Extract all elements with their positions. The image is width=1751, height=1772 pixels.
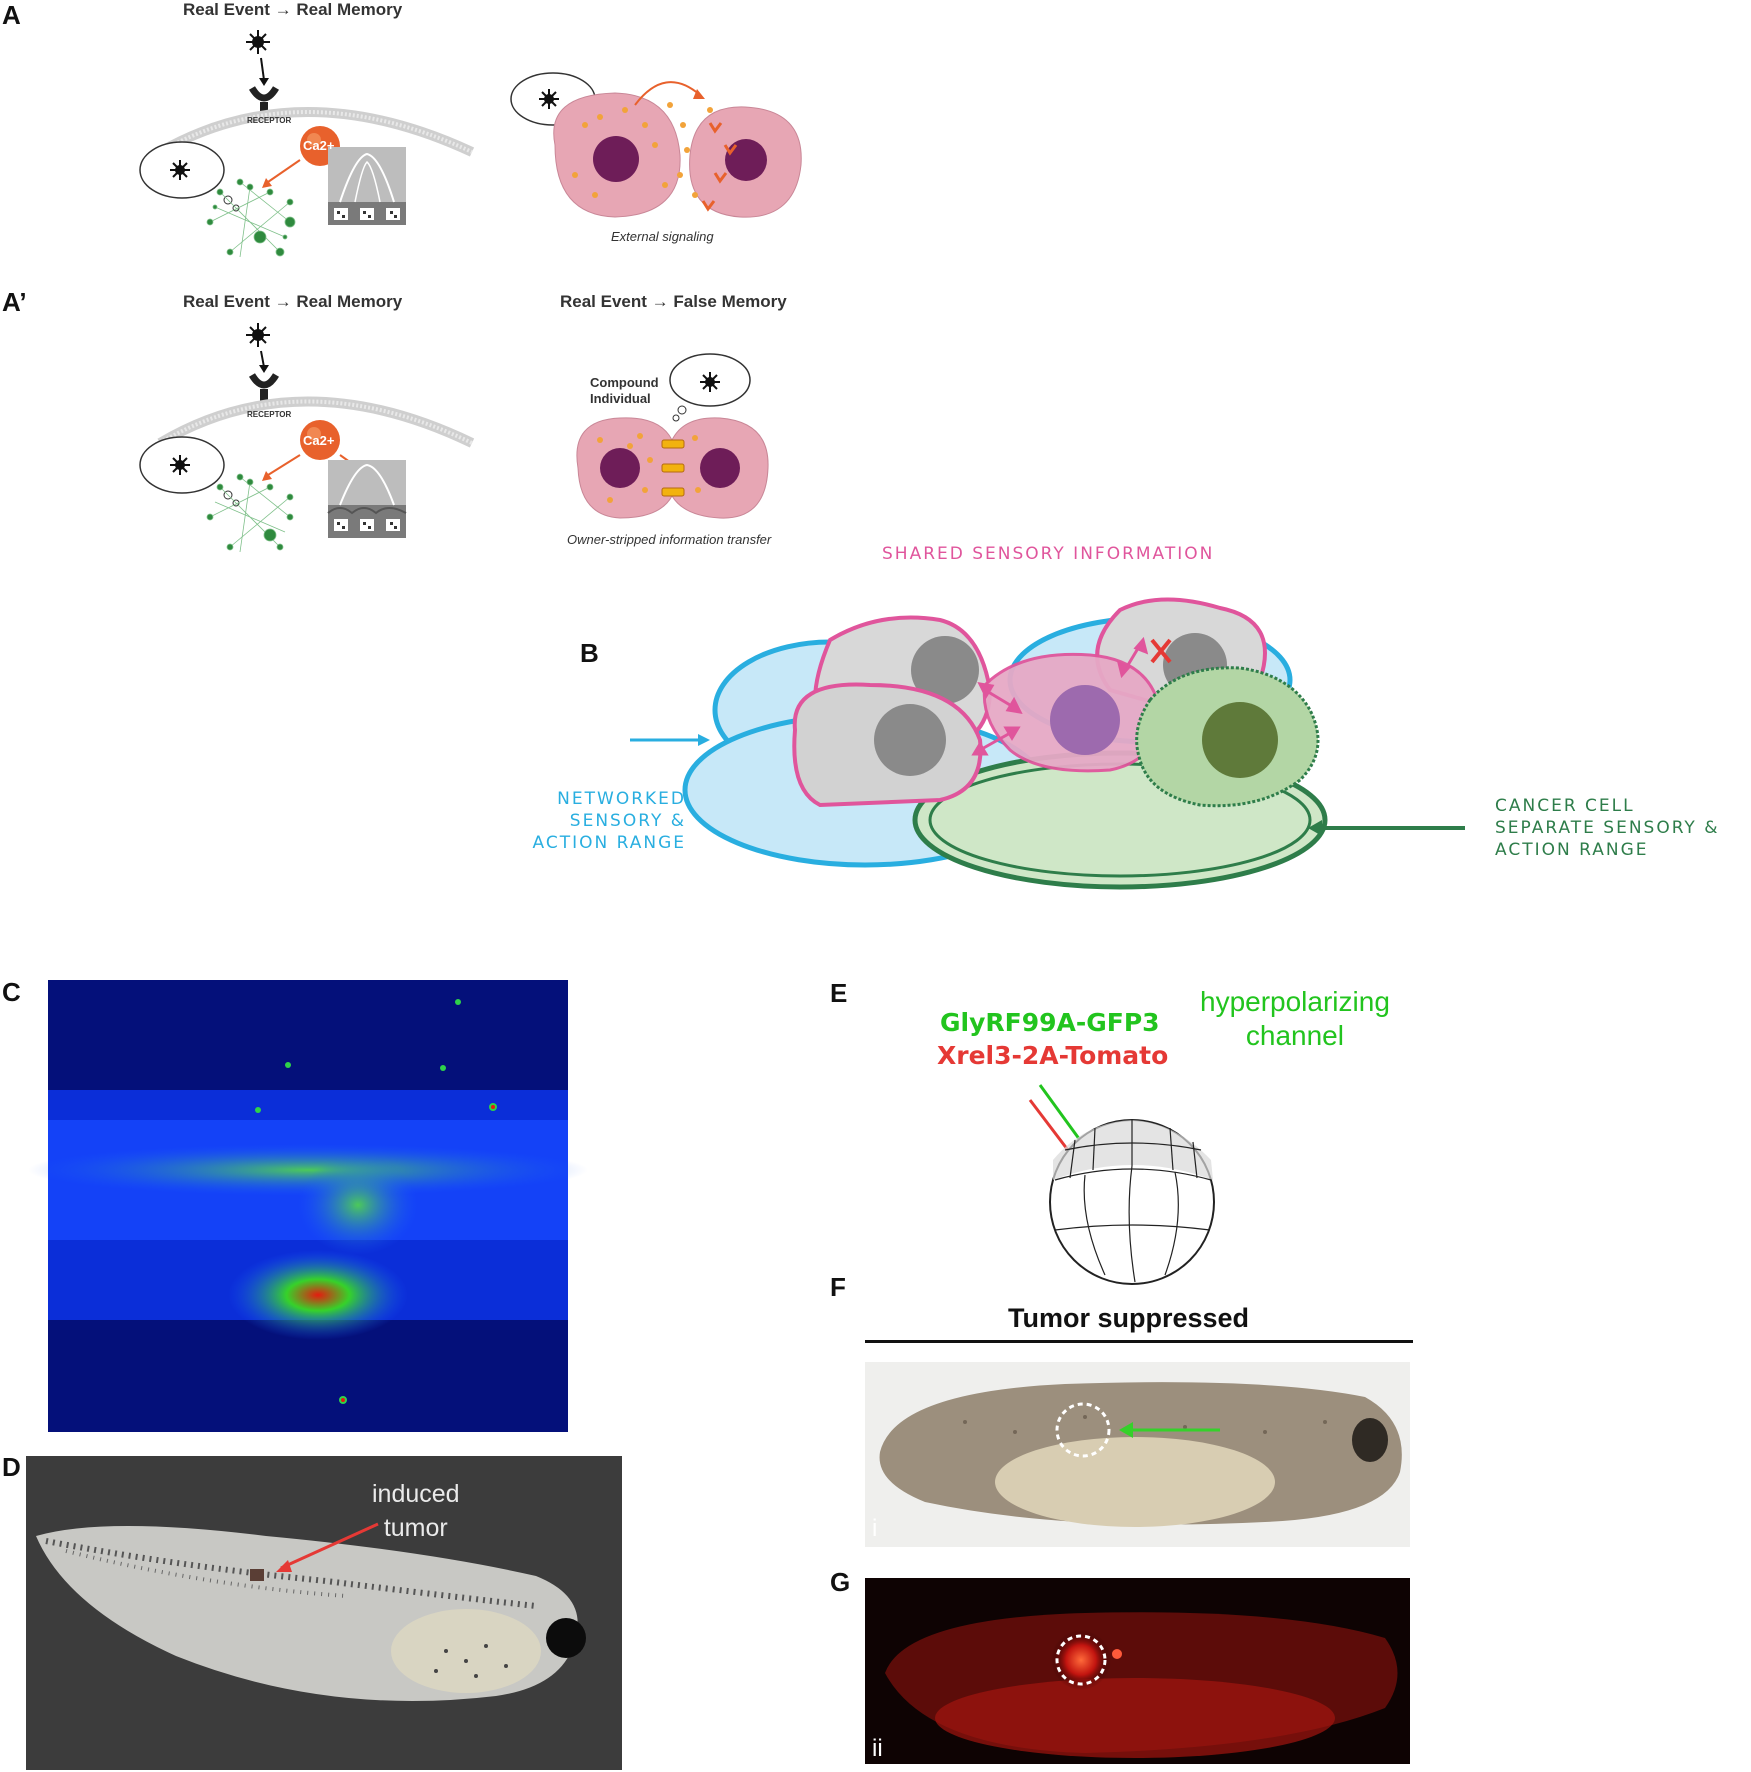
panel-a-prime-caption: Owner-stripped information transfer (567, 532, 772, 547)
panel-a-receptor-diagram (139, 30, 475, 258)
panel-g-fluorescence-photo (865, 1578, 1410, 1764)
panel-a-prime-compound-cells (576, 353, 769, 519)
channel-label-line-2: channel (1245, 1020, 1344, 1051)
panel-f-title-rule (865, 1340, 1413, 1343)
networked-line-1: NETWORKED (557, 789, 686, 809)
panel-a-caption: External signaling (611, 229, 714, 244)
compound-label-line-2: Individual (590, 391, 651, 406)
stimulus-icon (246, 30, 270, 54)
panel-a-ion-label: Ca2+ (303, 138, 335, 153)
panel-c-letter: C (2, 977, 21, 1007)
panel-b-letter: B (580, 638, 599, 668)
panel-b-cell-network-diagram (630, 597, 1465, 890)
panel-f-roman: i (872, 1515, 878, 1542)
panel-e-letter: E (830, 978, 848, 1008)
panel-f-title: Tumor suppressed (1008, 1303, 1250, 1333)
panel-f-tadpole-photo (865, 1362, 1410, 1547)
networked-line-3: ACTION RANGE (532, 833, 686, 853)
panel-a-receptor-label: RECEPTOR (247, 116, 292, 125)
cancer-line-3: ACTION RANGE (1495, 840, 1649, 860)
panel-a-prime-compound-label: Compound Individual (590, 375, 659, 407)
panel-d-tumor-label: induced tumor (372, 1477, 460, 1545)
tumor-label-line-2: tumor (383, 1514, 448, 1542)
panel-a-letter: A (2, 0, 21, 30)
channel-label-line-1: hyperpolarizing (1200, 986, 1390, 1017)
cancer-line-2: SEPARATE SENSORY & (1495, 818, 1720, 838)
panel-f-letter: F (830, 1272, 846, 1302)
panel-a-prime-header-left: Real Event → Real Memory (183, 292, 403, 311)
panel-b-shared-label: SHARED SENSORY INFORMATION (882, 544, 1215, 564)
networked-line-2: SENSORY & (569, 811, 686, 831)
panel-b-networked-label: NETWORKED SENSORY & ACTION RANGE (500, 788, 686, 854)
cancer-line-1: CANCER CELL (1495, 796, 1635, 816)
panel-a-prime-ion-label: Ca2+ (303, 433, 335, 448)
compound-label-line-1: Compound (590, 375, 659, 390)
panel-e-embryo-drawing (1028, 1084, 1215, 1285)
panel-a-header: Real Event → Real Memory (183, 0, 403, 19)
panel-b-cancer-label: CANCER CELL SEPARATE SENSORY & ACTION RA… (1495, 795, 1719, 861)
tumor-label-line-1: induced (372, 1480, 460, 1508)
panel-g-letter: G (830, 1567, 851, 1597)
panel-e-gene-green: GlyRF99A-GFP3 (940, 1008, 1160, 1037)
panel-a-prime-header-right: Real Event → False Memory (560, 292, 787, 311)
panel-a-prime-letter: A’ (2, 287, 27, 317)
panel-c-voltage-image (28, 980, 588, 1432)
panel-g-roman: ii (872, 1735, 883, 1762)
panel-a-prime-receptor-label: RECEPTOR (247, 410, 292, 419)
panel-a-prime-receptor-diagram (139, 323, 475, 553)
panel-d-letter: D (2, 1452, 21, 1482)
panel-e-channel-label: hyperpolarizing channel (1200, 985, 1390, 1053)
panel-e-gene-red: Xrel3-2A-Tomato (937, 1041, 1169, 1070)
panel-d-tadpole-photo (26, 1456, 622, 1770)
panel-a-external-signaling-cells (510, 72, 802, 218)
